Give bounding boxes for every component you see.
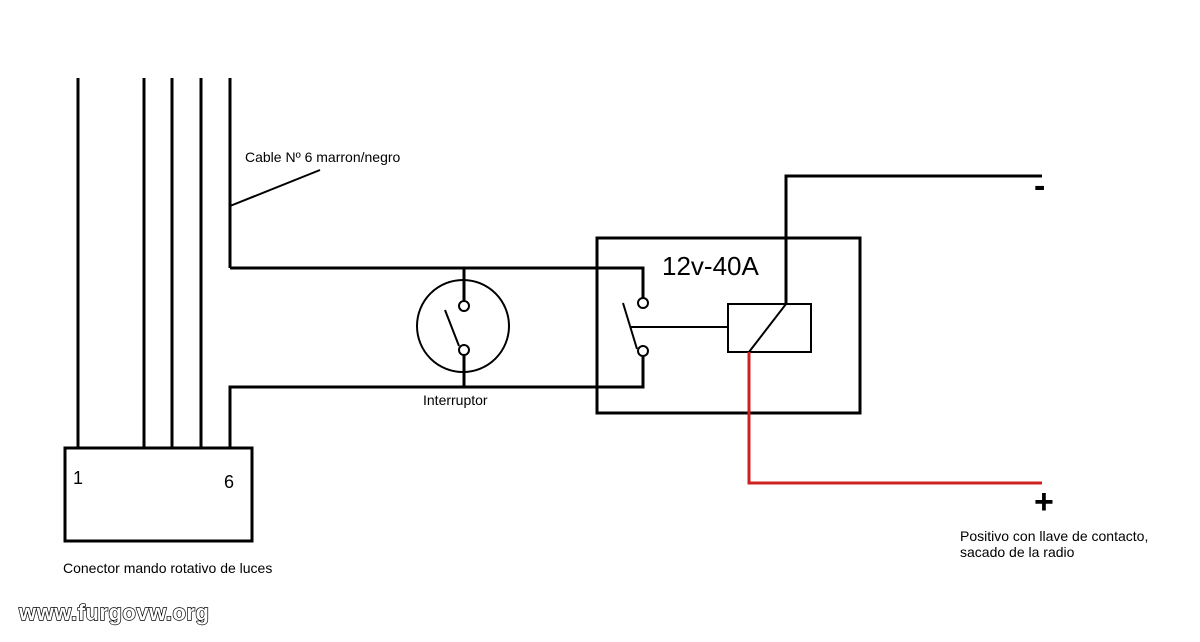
relay-rating-label: 12v-40A xyxy=(662,251,759,281)
switch-label: Interruptor xyxy=(423,392,488,408)
switch-terminal-top xyxy=(458,300,470,312)
wire-6-top xyxy=(230,266,645,298)
relay-terminal-bottom xyxy=(637,345,649,357)
negative-terminal-label: - xyxy=(1034,167,1045,205)
watermark: www.furgovw.org xyxy=(18,600,209,625)
switch-body xyxy=(416,279,510,373)
switch-terminal-bottom xyxy=(458,344,470,356)
relay-coil xyxy=(727,303,812,353)
connector-label: Conector mando rotativo de luces xyxy=(63,560,272,576)
relay-box xyxy=(595,236,862,415)
connector-box xyxy=(63,446,254,543)
cable-pointer-line xyxy=(229,169,321,207)
positive-wire xyxy=(747,352,1042,485)
positive-note-line1: Positivo con llave de contacto, xyxy=(960,528,1148,544)
positive-terminal-label: + xyxy=(1034,483,1054,521)
wire-6-return xyxy=(228,357,645,448)
connector-pin-1: 1 xyxy=(73,468,83,488)
positive-note-line2: sacado de la radio xyxy=(960,544,1075,560)
relay-coil-diagonal xyxy=(748,303,787,353)
relay-terminal-top xyxy=(637,297,649,309)
negative-wire xyxy=(784,174,1042,304)
connector-pin-6: 6 xyxy=(224,472,234,492)
cable-label: Cable Nº 6 marron/negro xyxy=(245,149,401,165)
switch-blade xyxy=(444,309,460,347)
